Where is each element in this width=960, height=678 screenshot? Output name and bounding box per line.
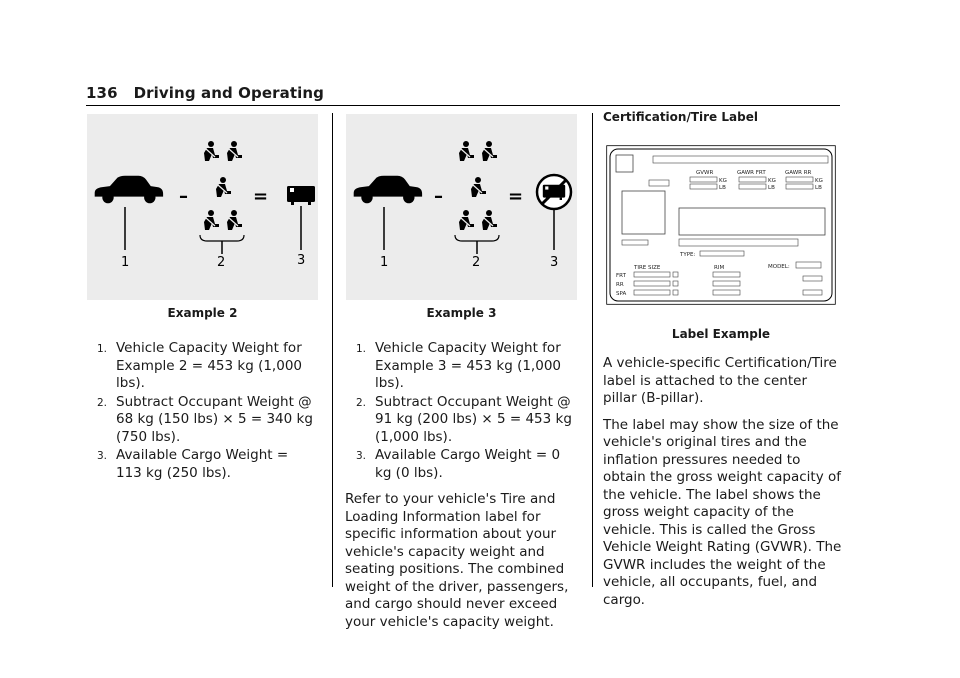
occupant-icon bbox=[470, 177, 487, 198]
svg-text:LB: LB bbox=[768, 185, 775, 191]
occupant-icon bbox=[226, 141, 243, 162]
header-rule bbox=[86, 105, 840, 106]
list-item: 3.Available Cargo Weight = 0 kg (0 lbs). bbox=[356, 447, 561, 481]
callout-1: 1 bbox=[380, 255, 388, 270]
example2-illustration: – = 1 2 3 bbox=[87, 114, 318, 300]
example2-steps: 1.Vehicle Capacity Weight for Example 2 … bbox=[86, 340, 318, 482]
svg-text:GAWR FRT: GAWR FRT bbox=[737, 170, 766, 176]
example3-illustration: – = 1 2 3 bbox=[346, 114, 577, 300]
column-3: A vehicle-specific Certification/Tire la… bbox=[603, 355, 843, 618]
example2-caption: Example 2 bbox=[167, 306, 238, 320]
column-divider-1 bbox=[332, 113, 333, 587]
svg-text:KG: KG bbox=[719, 178, 727, 184]
svg-text:FRT: FRT bbox=[616, 273, 627, 279]
occupant-icon bbox=[458, 210, 475, 231]
vehicle-icon bbox=[353, 175, 423, 204]
occupant-icon bbox=[203, 210, 220, 231]
body-paragraph: A vehicle-specific Certification/Tire la… bbox=[603, 355, 837, 406]
svg-text:LB: LB bbox=[815, 185, 822, 191]
column-1: 1.Vehicle Capacity Weight for Example 2 … bbox=[86, 340, 318, 483]
callout-2: 2 bbox=[217, 255, 225, 270]
occupant-icon bbox=[226, 210, 243, 231]
callout-3: 3 bbox=[550, 255, 558, 270]
svg-text:TYPE:: TYPE: bbox=[679, 252, 696, 258]
certification-label-heading: Certification/Tire Label bbox=[603, 110, 758, 124]
list-item: 2.Subtract Occupant Weight @ 91 kg (200 … bbox=[356, 393, 572, 445]
list-item: 1.Vehicle Capacity Weight for Example 2 … bbox=[97, 340, 302, 391]
equals-operator: = bbox=[253, 186, 268, 207]
svg-text:RIM: RIM bbox=[714, 265, 724, 271]
callout-1: 1 bbox=[121, 255, 129, 270]
vehicle-icon bbox=[94, 175, 164, 204]
svg-text:KG: KG bbox=[768, 178, 776, 184]
section-title: Driving and Operating bbox=[133, 84, 324, 102]
occupant-icon bbox=[203, 141, 220, 162]
svg-text:SPA: SPA bbox=[616, 291, 626, 297]
minus-operator: – bbox=[179, 186, 188, 207]
body-paragraph: The label may show the size of the vehic… bbox=[603, 416, 842, 608]
body-paragraph: Refer to your vehicle's Tire and Loading… bbox=[345, 491, 569, 630]
occupant-icon bbox=[215, 177, 232, 198]
svg-text:TIRE SIZE: TIRE SIZE bbox=[633, 265, 661, 271]
svg-text:GAWR RR: GAWR RR bbox=[785, 170, 812, 176]
occupant-icon bbox=[481, 141, 498, 162]
callout-2: 2 bbox=[472, 255, 480, 270]
list-item: 2.Subtract Occupant Weight @ 68 kg (150 … bbox=[97, 393, 313, 445]
example3-steps: 1.Vehicle Capacity Weight for Example 3 … bbox=[345, 340, 580, 482]
svg-text:RR: RR bbox=[616, 282, 624, 288]
certification-label-illustration: GVWR GAWR FRT GAWR RR KG LB KG LB KG LB … bbox=[606, 145, 836, 305]
svg-text:KG: KG bbox=[815, 178, 823, 184]
example3-caption: Example 3 bbox=[426, 306, 497, 320]
list-item: 3.Available Cargo Weight = 113 kg (250 l… bbox=[97, 447, 289, 481]
no-cargo-icon bbox=[535, 173, 573, 211]
callout-3: 3 bbox=[297, 253, 305, 268]
svg-text:GVWR: GVWR bbox=[696, 170, 713, 176]
svg-text:LB: LB bbox=[719, 185, 726, 191]
occupant-icon bbox=[458, 141, 475, 162]
list-item: 1.Vehicle Capacity Weight for Example 3 … bbox=[356, 340, 561, 391]
label-example-caption: Label Example bbox=[671, 327, 771, 341]
svg-text:MODEL:: MODEL: bbox=[768, 264, 790, 270]
column-2: 1.Vehicle Capacity Weight for Example 3 … bbox=[345, 340, 580, 640]
page-number: 136 bbox=[86, 84, 118, 102]
cargo-icon bbox=[287, 186, 315, 205]
equals-operator: = bbox=[508, 186, 523, 207]
occupant-icon bbox=[481, 210, 498, 231]
column-divider-2 bbox=[592, 113, 593, 587]
minus-operator: – bbox=[434, 186, 443, 207]
page-header: 136 Driving and Operating bbox=[86, 84, 324, 102]
